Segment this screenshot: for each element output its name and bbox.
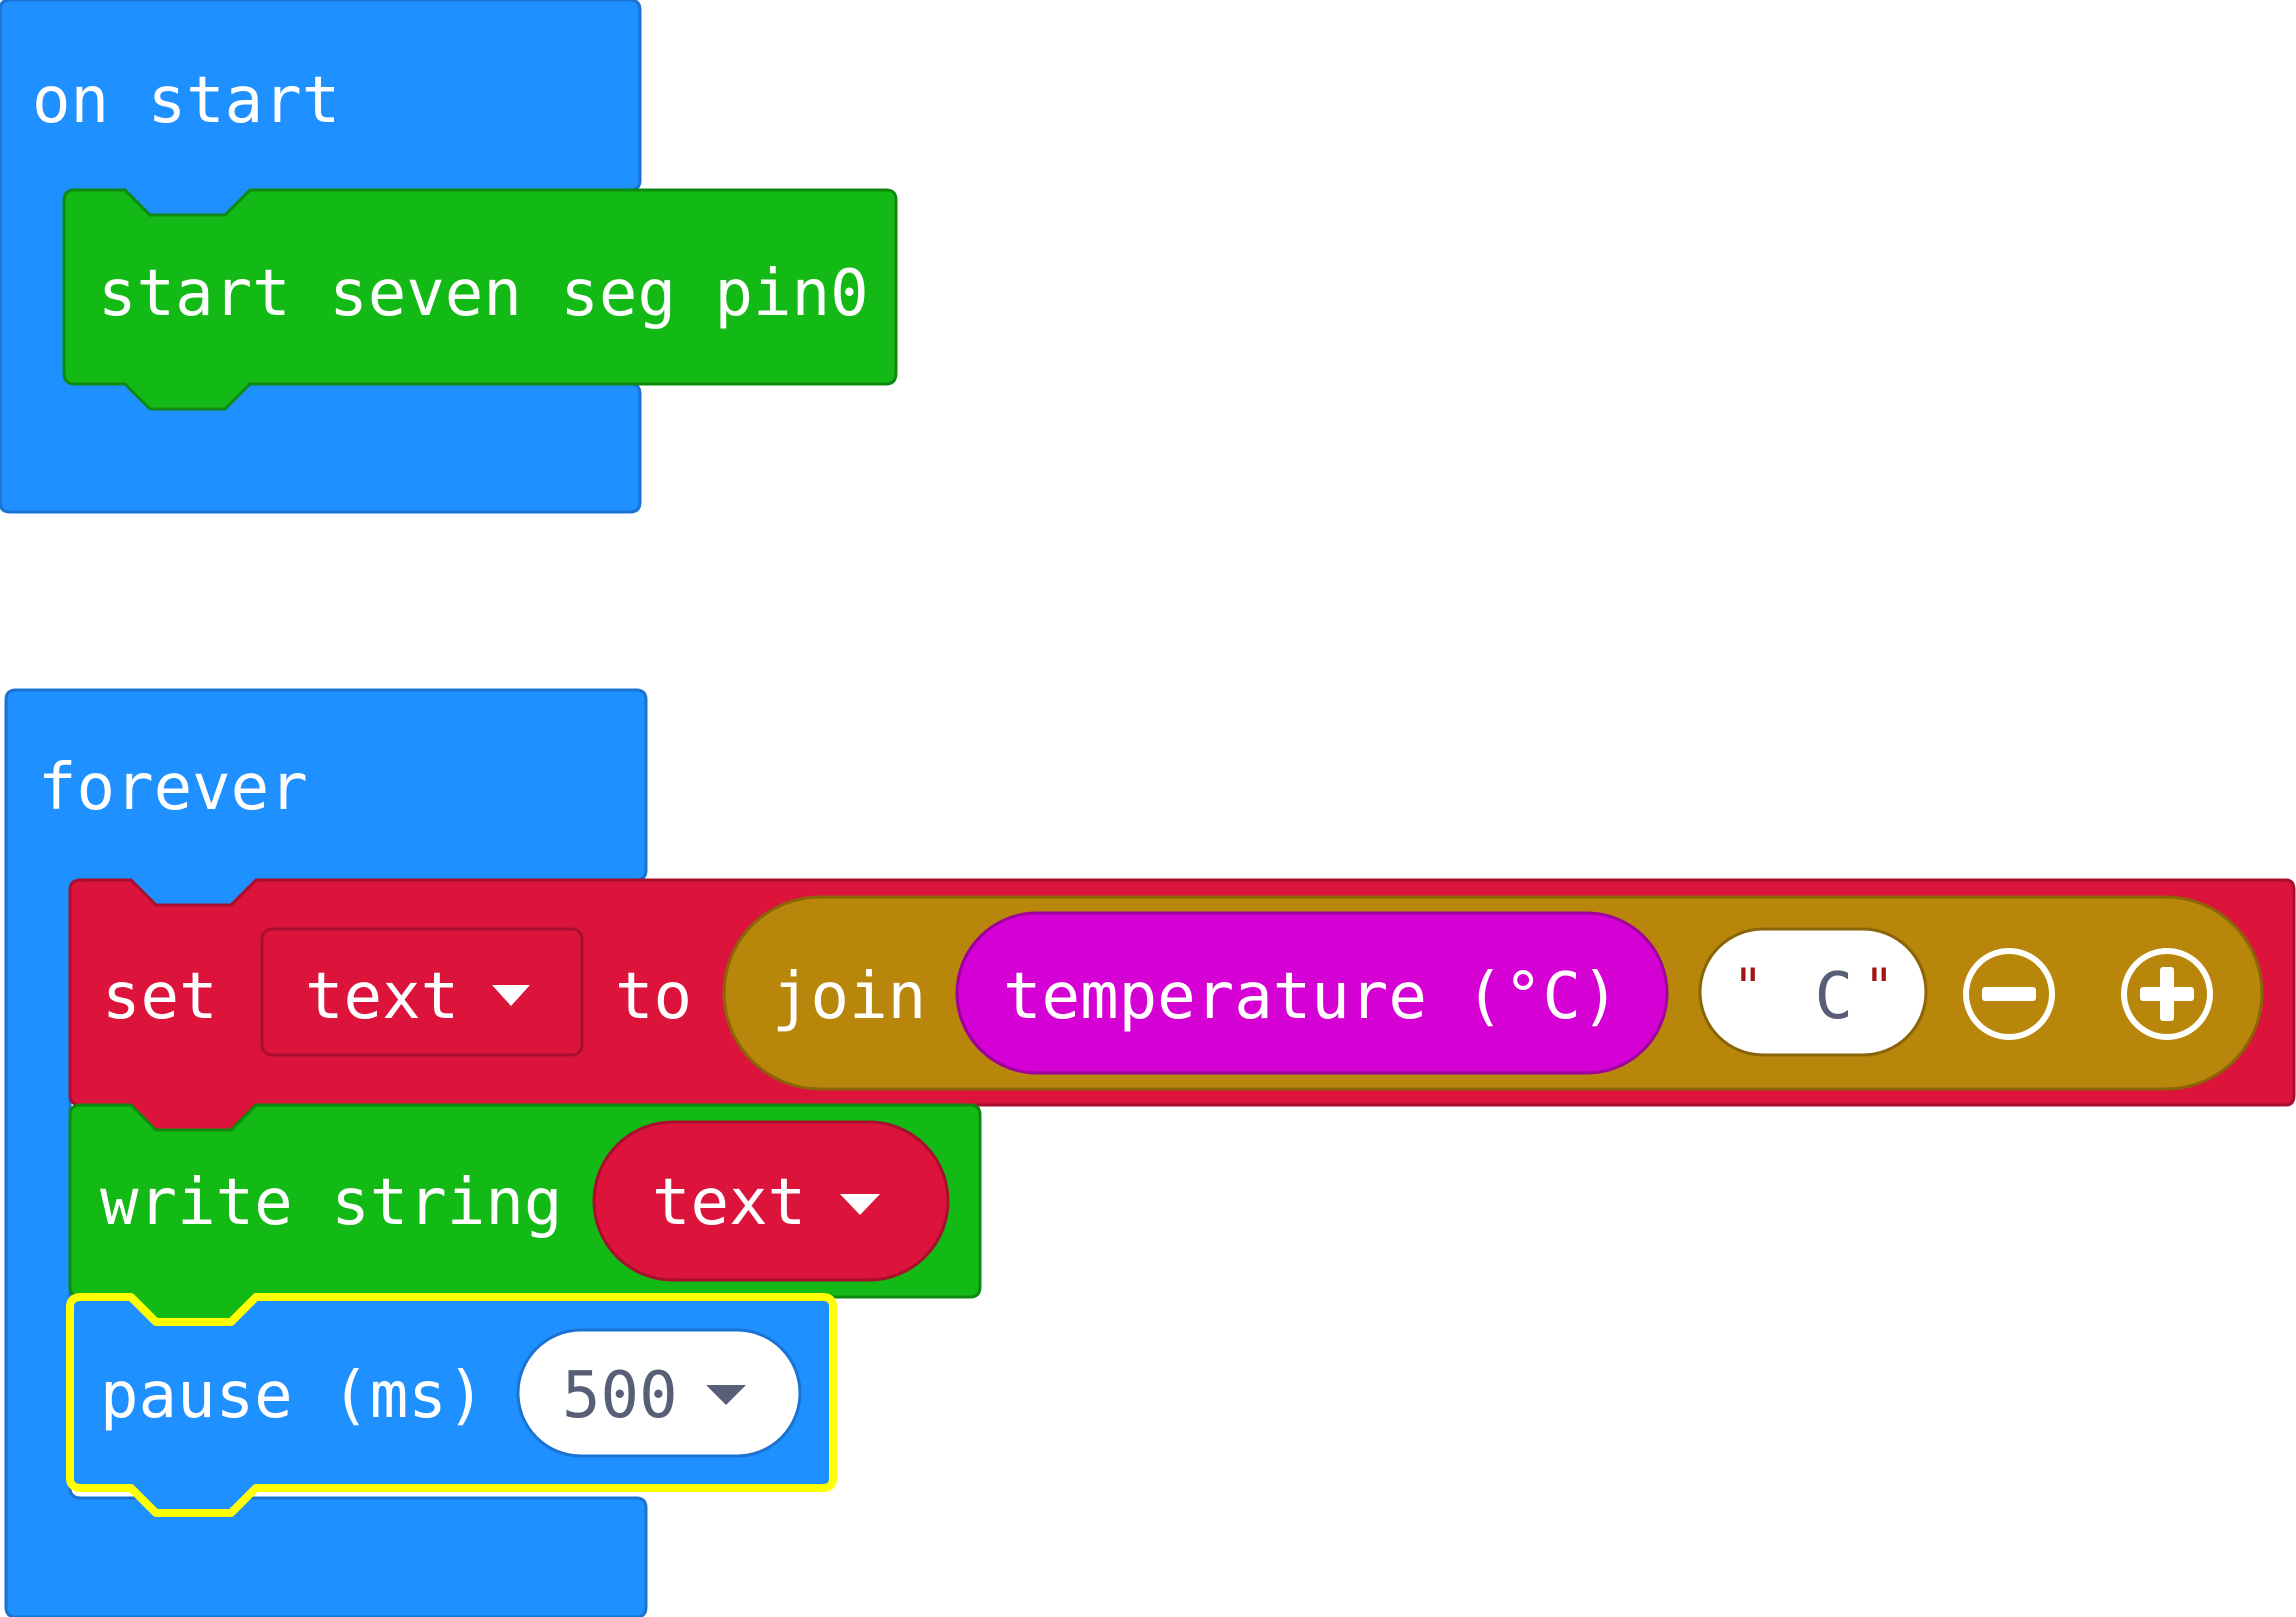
dropdown-triangle-icon xyxy=(840,1194,880,1215)
set-variable-dropdown[interactable]: text xyxy=(260,927,584,1057)
set-variable-block[interactable]: set text to join temperature (°C) " C " xyxy=(68,878,2296,1132)
string-quote-close: " xyxy=(1864,958,1894,1016)
plus-circle-icon xyxy=(2140,967,2194,1021)
pause-label: pause (ms) xyxy=(100,1359,485,1433)
pause-duration-input[interactable]: 500 xyxy=(516,1328,802,1458)
write-string-variable-name: text xyxy=(652,1166,806,1240)
string-input[interactable]: " C " xyxy=(1698,927,1928,1057)
string-value: C xyxy=(1776,960,1853,1034)
set-variable-name: text xyxy=(305,960,459,1034)
add-item-button[interactable] xyxy=(2121,948,2213,1040)
forever-block[interactable]: forever xyxy=(4,688,648,1617)
minus-circle-icon xyxy=(1982,987,2036,1001)
pause-duration-value: 500 xyxy=(562,1359,678,1433)
remove-item-button[interactable] xyxy=(1963,948,2055,1040)
forever-label: forever xyxy=(38,751,308,825)
write-string-block[interactable]: write string text xyxy=(68,1103,982,1324)
string-quote-open: " xyxy=(1733,958,1763,1016)
dropdown-triangle-icon xyxy=(492,985,530,1006)
write-string-label: write string xyxy=(100,1166,562,1240)
dropdown-triangle-icon xyxy=(706,1385,746,1405)
join-block[interactable]: join temperature (°C) " C " xyxy=(722,895,2264,1091)
pause-block[interactable]: pause (ms) 500 xyxy=(66,1293,837,1517)
start-seven-seg-block[interactable]: start seven seg pin0 xyxy=(62,188,898,411)
temperature-label: temperature (°C) xyxy=(1003,960,1620,1034)
set-to-label: to xyxy=(615,960,692,1034)
start-seven-seg-label: start seven seg pin0 xyxy=(98,257,869,331)
write-string-variable[interactable]: text xyxy=(592,1120,950,1282)
on-start-label: on start xyxy=(32,64,340,138)
join-label: join xyxy=(772,960,926,1034)
set-keyword: set xyxy=(102,960,218,1034)
temperature-block[interactable]: temperature (°C) xyxy=(955,911,1669,1075)
